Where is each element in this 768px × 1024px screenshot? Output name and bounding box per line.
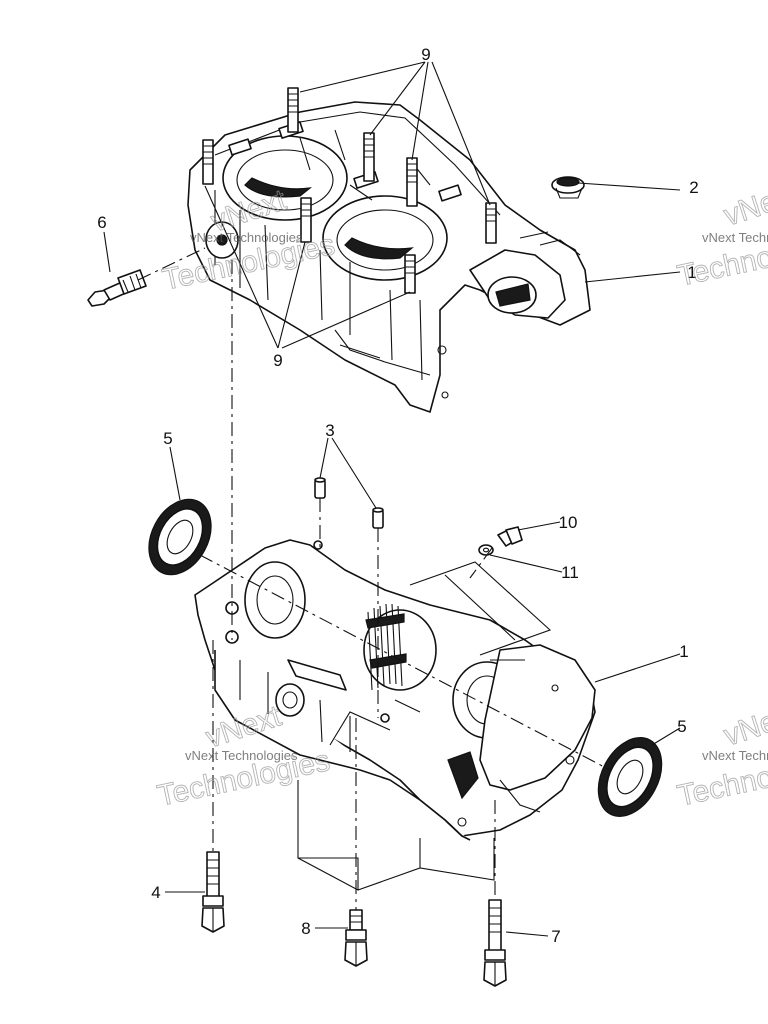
watermark-big-1: vNext [720, 177, 768, 232]
callout-9-top: 9 [421, 45, 430, 64]
right-oil-seal [597, 737, 663, 817]
callout-2: 2 [689, 178, 698, 197]
crank-gear-teeth [365, 603, 407, 691]
leader-lines [103, 61, 681, 937]
bolt-8 [344, 909, 368, 967]
callout-10: 10 [559, 513, 578, 532]
watermark-small: vNext Technologies [190, 230, 303, 245]
callout-8: 8 [301, 919, 310, 938]
callout-11: 11 [561, 563, 579, 582]
callout-9-bottom: 9 [273, 351, 282, 370]
callout-labels: 9 9 2 1 6 5 3 10 11 1 5 4 8 7 [97, 45, 698, 946]
bolt-4 [201, 851, 225, 933]
callout-5-right: 5 [677, 717, 686, 736]
upper-crankcase [187, 87, 591, 413]
watermark-small: vNext Technologies [185, 748, 298, 763]
callout-1-upper: 1 [687, 263, 696, 282]
callout-1-lower: 1 [679, 642, 688, 661]
lower-crankcase [194, 539, 596, 891]
callout-6: 6 [97, 213, 106, 232]
sealing-washer [478, 544, 494, 556]
cylinder-stud-set [202, 87, 497, 294]
watermark-big-1: vNext [720, 697, 768, 752]
left-oil-seal [148, 498, 212, 576]
callout-7: 7 [551, 927, 560, 946]
watermark-small: vNext Technologies [702, 230, 768, 245]
breather-fitting [87, 269, 147, 307]
callout-4: 4 [151, 883, 160, 902]
assembly-lines [137, 247, 611, 910]
callout-3: 3 [325, 421, 334, 440]
callout-5-left: 5 [163, 429, 172, 448]
plug-cap [551, 176, 585, 199]
watermark-small: vNext Technologies [702, 748, 768, 763]
bolt-7 [483, 899, 507, 987]
drain-screw [497, 526, 523, 547]
